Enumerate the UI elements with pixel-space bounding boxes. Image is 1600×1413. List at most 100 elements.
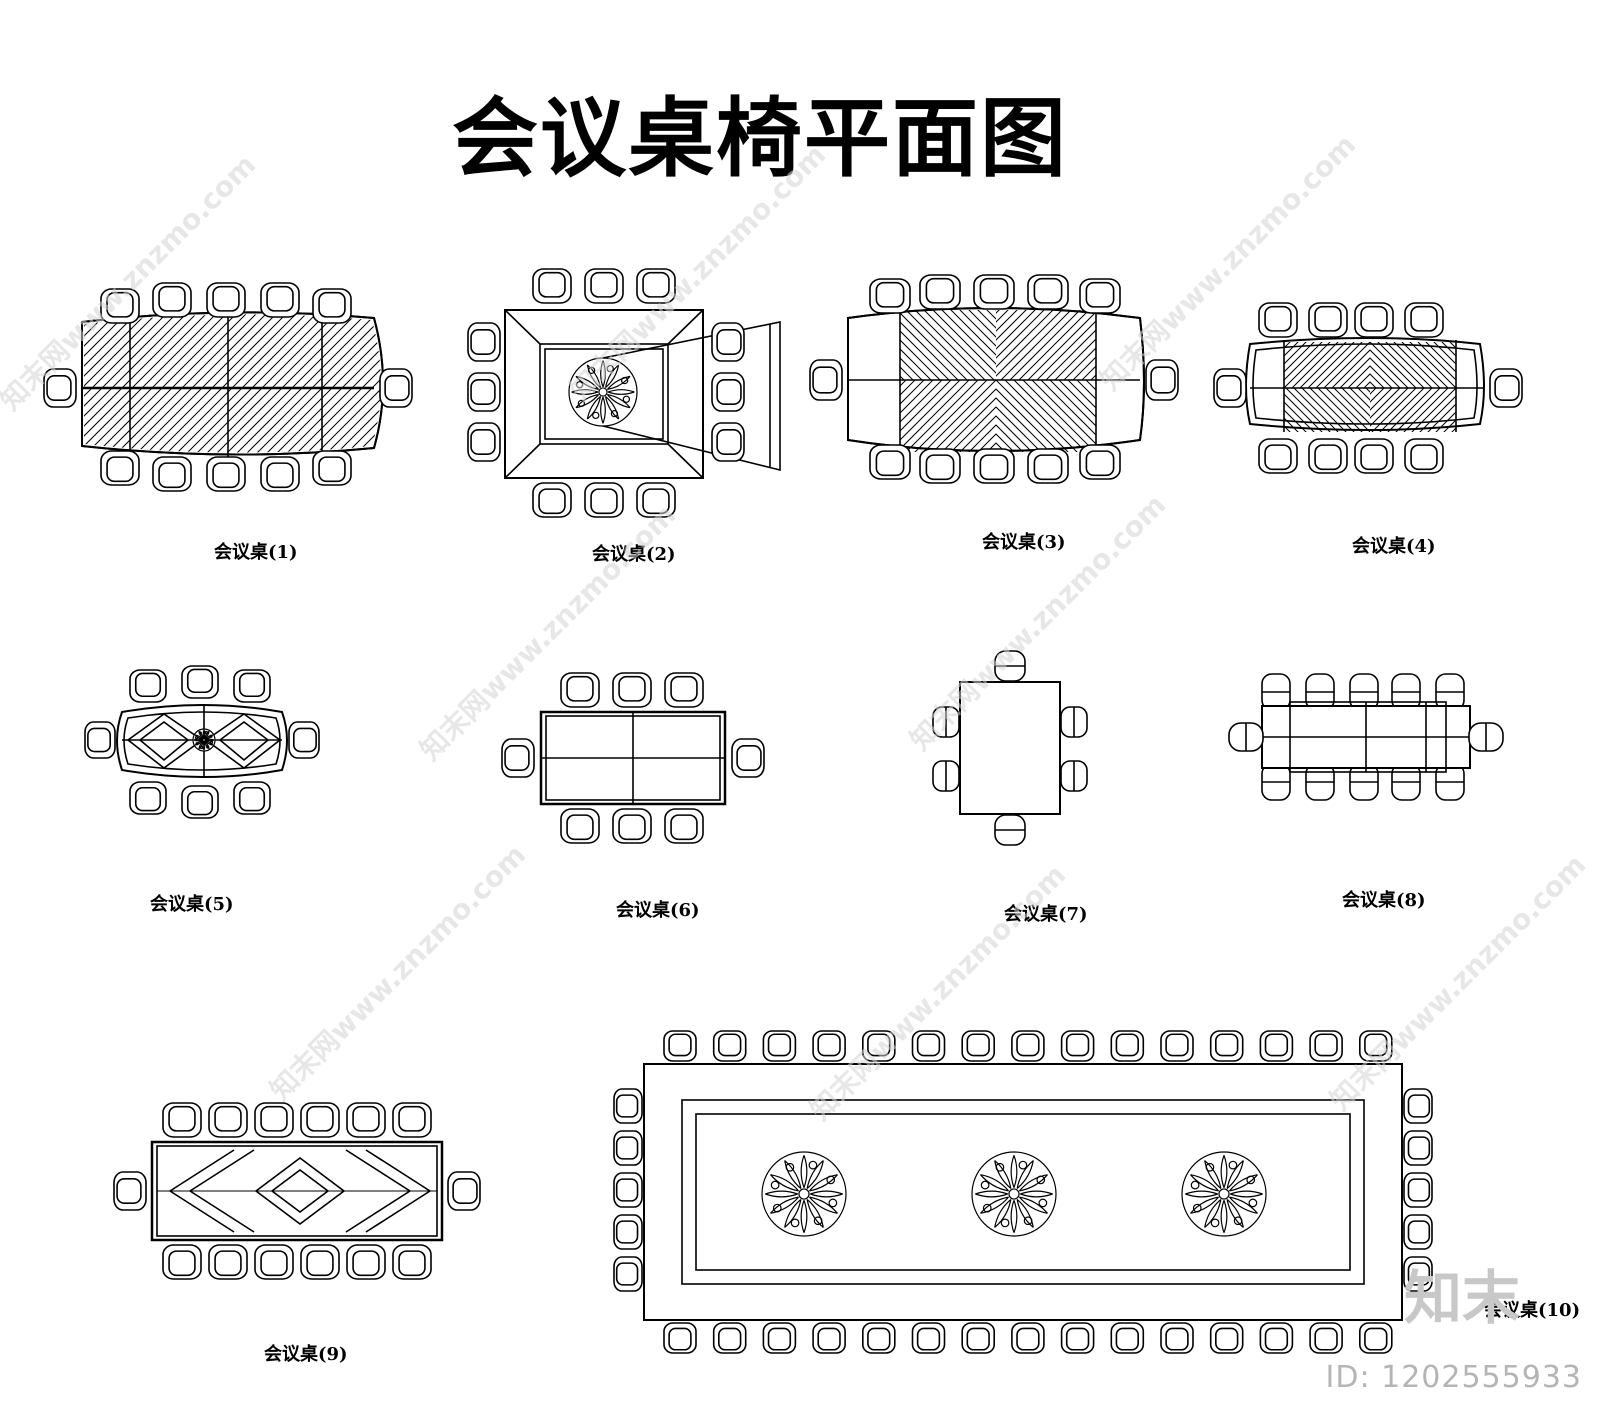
label-table-7: 会议桌(7) [1004, 904, 1088, 925]
chair [181, 785, 219, 819]
chair [300, 1244, 340, 1280]
chair [379, 368, 413, 408]
chair [467, 322, 501, 362]
chair [1258, 302, 1298, 338]
chair [1308, 438, 1348, 474]
chair [1261, 673, 1291, 711]
chair [861, 1030, 896, 1062]
table-5 [84, 665, 320, 819]
chair [1489, 368, 1523, 408]
chair [1079, 278, 1121, 314]
chair [1349, 763, 1379, 801]
chair [1403, 1214, 1433, 1250]
table-8 [1228, 673, 1504, 801]
chair [711, 322, 745, 362]
table-10 [613, 1030, 1433, 1354]
chair [1110, 1322, 1145, 1354]
chair [113, 1171, 147, 1211]
chair [613, 1172, 643, 1208]
chair [467, 422, 501, 462]
chair [1209, 1322, 1244, 1354]
chair [129, 781, 167, 815]
chair [1110, 1030, 1145, 1062]
chair [300, 1102, 340, 1138]
chair [1435, 673, 1465, 711]
label-table-1: 会议桌(1) [214, 542, 298, 563]
label-table-8: 会议桌(8) [1342, 890, 1426, 911]
chair [1403, 1088, 1433, 1124]
chair [1359, 1322, 1393, 1354]
chair [260, 282, 300, 318]
chair [919, 448, 961, 484]
chair [1060, 1322, 1095, 1354]
table-7 [932, 650, 1088, 846]
chair [1261, 763, 1291, 801]
chair [1403, 1130, 1433, 1166]
page-title: 会议桌椅平面图 [452, 88, 1068, 189]
chair [613, 1088, 643, 1124]
chair [162, 1102, 202, 1138]
chair [254, 1102, 294, 1138]
chair [1060, 760, 1088, 792]
chair [1305, 673, 1335, 711]
chair [152, 456, 192, 492]
chair [501, 738, 535, 778]
chair [911, 1322, 946, 1354]
chair [162, 1244, 202, 1280]
chair [1354, 302, 1394, 338]
label-table-6: 会议桌(6) [616, 900, 700, 921]
chair [1359, 1030, 1393, 1062]
chair [711, 422, 745, 462]
chair [869, 444, 911, 480]
chair [812, 1322, 846, 1354]
chair [208, 1102, 248, 1138]
chair [1391, 673, 1421, 711]
label-table-2: 会议桌(2) [592, 544, 676, 565]
chair [731, 738, 765, 778]
chair [1403, 1172, 1433, 1208]
plant-icon [971, 1151, 1057, 1237]
table-hatching [1370, 388, 1456, 432]
chair [312, 288, 352, 324]
chair [973, 448, 1015, 484]
chair [392, 1102, 432, 1138]
chair [233, 669, 271, 703]
chair [762, 1030, 797, 1062]
chair [1404, 438, 1444, 474]
chair [1209, 1030, 1244, 1062]
chair [392, 1244, 432, 1280]
chair [1309, 1322, 1343, 1354]
table-hatching [900, 380, 996, 452]
chair [206, 456, 246, 492]
chair [467, 372, 501, 412]
label-table-5: 会议桌(5) [150, 894, 234, 915]
chair [152, 282, 192, 318]
label-table-10: 会议桌(10) [1484, 1300, 1581, 1321]
chair [129, 669, 167, 703]
chair [636, 482, 676, 518]
table-1 [43, 282, 413, 492]
table-hatching [1284, 388, 1370, 432]
table-6 [501, 672, 765, 844]
chair [636, 268, 676, 304]
chair [346, 1244, 386, 1280]
chair [612, 672, 652, 708]
label-table-3: 会议桌(3) [982, 532, 1066, 553]
chair [663, 1322, 697, 1354]
chair [663, 1030, 697, 1062]
chair [1468, 722, 1504, 752]
chair [932, 760, 960, 792]
table-4 [1213, 302, 1523, 474]
table-hatching [1284, 342, 1370, 388]
chair [861, 1322, 896, 1354]
plant-icon [1181, 1151, 1267, 1237]
chair [1079, 444, 1121, 480]
chair [233, 781, 271, 815]
chair [447, 1171, 481, 1211]
plant-icon [761, 1151, 847, 1237]
chair [613, 1256, 643, 1292]
chair [312, 450, 352, 486]
chair [1011, 1322, 1045, 1354]
chair [1027, 274, 1069, 310]
